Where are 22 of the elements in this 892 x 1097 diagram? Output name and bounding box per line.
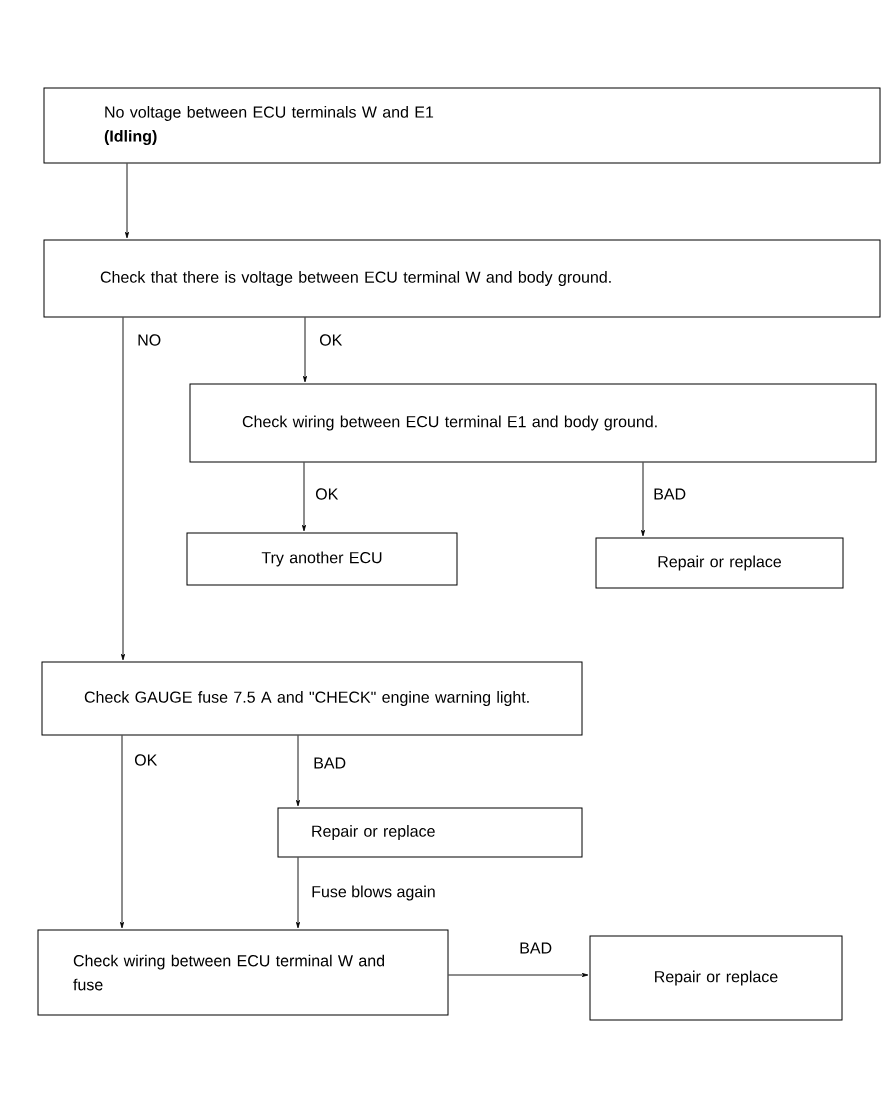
arrow — [125, 163, 129, 239]
process-box: Try another ECU — [186, 532, 458, 586]
edge-label: OK — [133, 753, 159, 767]
process-box: No voltage between ECU terminals W and E1 (Idling) — [43, 87, 881, 164]
process-box: Repair or replace — [589, 935, 843, 1021]
arrow — [641, 462, 645, 537]
arrow — [303, 317, 307, 383]
edge-label: OK — [314, 487, 340, 501]
process-box: Check GAUGE fuse 7.5 A and "CHECK" engine warning light. — [41, 661, 583, 736]
arrow — [121, 317, 125, 661]
arrow — [302, 462, 306, 532]
process-box: Check wiring between ECU terminal E1 and body ground. — [189, 383, 877, 463]
process-box: Repair or replace — [595, 537, 844, 589]
process-box: Check that there is voltage between ECU terminal W and body ground. — [43, 239, 881, 318]
arrow — [120, 735, 124, 929]
arrow — [448, 973, 589, 977]
arrow — [296, 735, 300, 807]
process-box: Repair or replace — [277, 807, 583, 858]
process-box: Check wiring between ECU terminal W and fuse — [37, 929, 449, 1016]
arrow — [296, 857, 300, 929]
edge-label: OK — [318, 333, 344, 347]
edge-label: NO — [136, 333, 163, 347]
